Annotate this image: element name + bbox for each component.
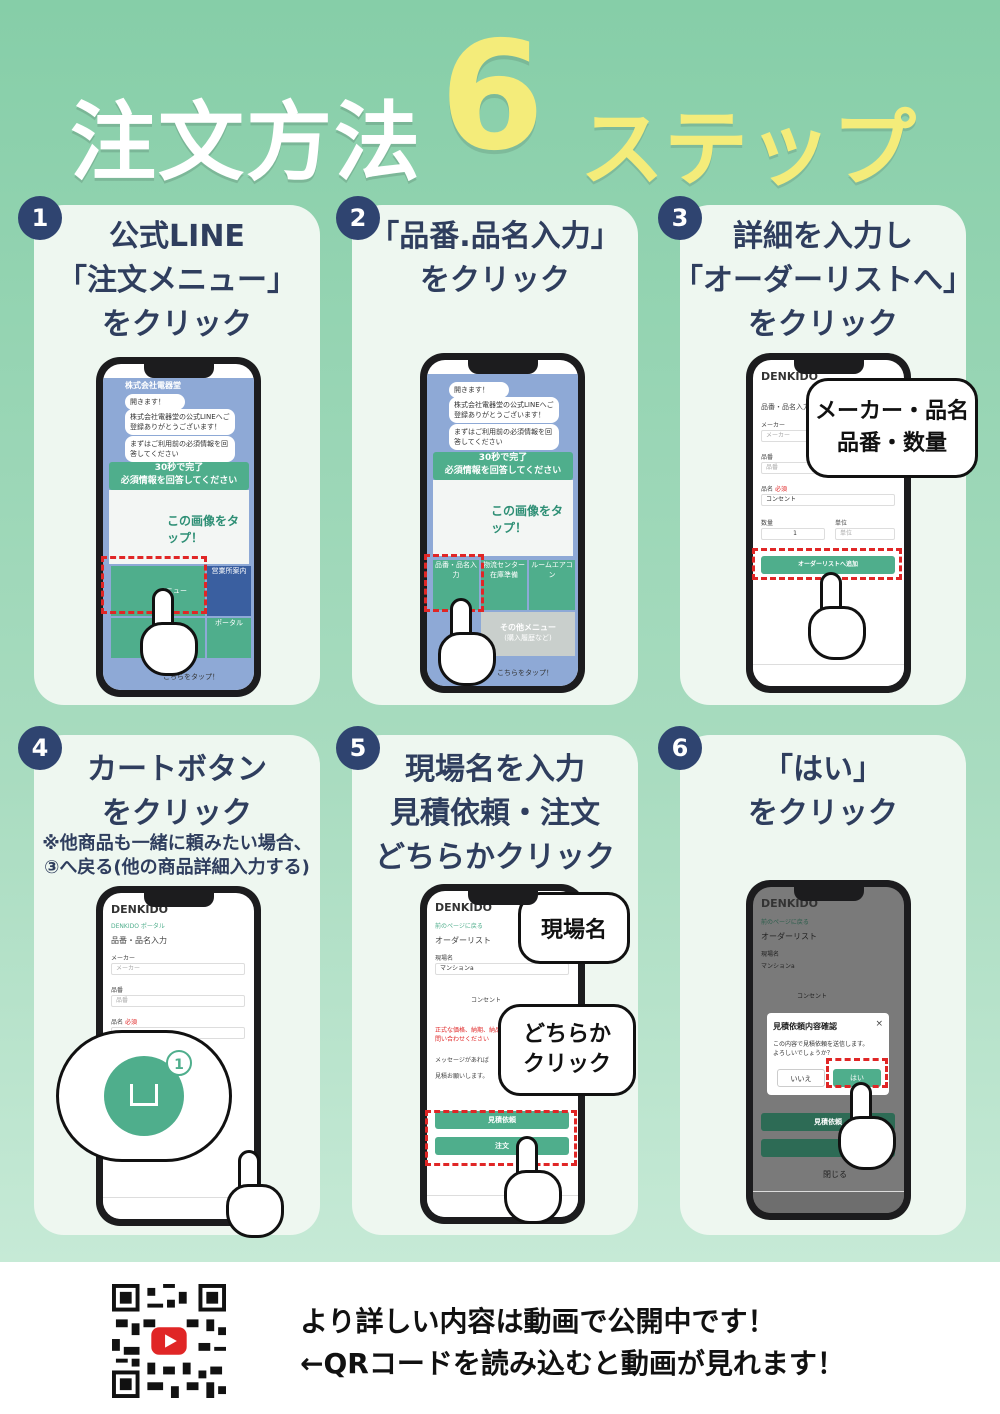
speech-bubble-3: メーカー・品名品番・数量 bbox=[806, 378, 978, 478]
menu-room[interactable]: ルームエアコン bbox=[529, 560, 575, 610]
step-title-4: カートボタンをクリック bbox=[87, 752, 267, 831]
step-badge-5: 5 bbox=[336, 726, 380, 770]
line-banner[interactable]: 30秒で完了必須情報を回答してください bbox=[109, 462, 249, 490]
footer-text-2: ←QRコードを読み込むと動画が見れます！ bbox=[300, 1347, 845, 1380]
menu-portal[interactable]: ポータル bbox=[207, 618, 251, 658]
line-header: 株式会社電器堂 bbox=[125, 381, 181, 390]
dialog-yes-button[interactable]: はい bbox=[833, 1069, 881, 1087]
title-step-text: ステップ bbox=[580, 100, 917, 198]
pointer-hand-icon bbox=[218, 1150, 288, 1240]
speech-bubble-5a: 現場名 bbox=[518, 892, 630, 964]
cart-count: 1 bbox=[166, 1050, 192, 1076]
add-to-order-button[interactable]: オーダーリストへ追加 bbox=[761, 556, 895, 574]
pointer-hand-icon bbox=[800, 572, 870, 662]
menu-office[interactable]: 営業所案内 bbox=[207, 566, 251, 616]
page-title: 注文方法 6 ステップ bbox=[0, 10, 1000, 198]
step-badge-6: 6 bbox=[658, 726, 702, 770]
pointer-hand-icon bbox=[430, 598, 500, 688]
qr-code-icon[interactable] bbox=[112, 1284, 226, 1398]
line-tap-image[interactable]: この画像をタップ！ bbox=[109, 490, 249, 564]
speech-bubble-5b: どちらかクリック bbox=[498, 1004, 636, 1096]
quote-button[interactable]: 見積依頼 bbox=[435, 1111, 569, 1129]
title-number: 6 bbox=[440, 10, 545, 184]
pointer-hand-icon bbox=[830, 1082, 900, 1172]
step-badge-1: 1 bbox=[18, 196, 62, 240]
step-title-2: 「品番.品名入力」をクリック bbox=[369, 219, 621, 298]
highlight-step-5 bbox=[425, 1110, 577, 1166]
step-badge-3: 3 bbox=[658, 196, 702, 240]
dialog-close-icon[interactable]: × bbox=[875, 1019, 883, 1029]
step-title-6: 「はい」をクリック bbox=[748, 752, 898, 831]
dialog-no-button[interactable]: いいえ bbox=[777, 1069, 825, 1087]
bottom-nav bbox=[753, 664, 904, 686]
step-badge-4: 4 bbox=[18, 726, 62, 770]
pointer-hand-icon bbox=[132, 588, 202, 678]
pointer-hand-icon bbox=[496, 1136, 566, 1226]
step-title-1: 公式LINE「注文メニュー」をクリック bbox=[57, 219, 297, 342]
speech-bubble-4: 1 bbox=[56, 1030, 232, 1162]
footer-text-1: より詳しい内容は動画で公開中です！ bbox=[300, 1305, 776, 1338]
cart-icon bbox=[130, 1084, 158, 1106]
footer: より詳しい内容は動画で公開中です！ ←QRコードを読み込むと動画が見れます！ bbox=[0, 1262, 1000, 1414]
step-title-3: 詳細を入力し「オーダーリストへ」をクリック bbox=[673, 219, 973, 342]
menu-other[interactable]: その他メニュー (購入履歴など) bbox=[481, 612, 575, 656]
cart-button[interactable]: 1 bbox=[104, 1050, 192, 1136]
step-badge-2: 2 bbox=[336, 196, 380, 240]
title-text: 注文方法 bbox=[70, 93, 422, 193]
step-note-4: ※他商品も一緒に頼みたい場合、③へ戻る(他の商品詳細入力する) bbox=[42, 833, 312, 878]
step-title-5: 現場名を入力見積依頼・注文どちらかクリック bbox=[375, 752, 615, 875]
menu-center[interactable]: 物流センター在庫準備 bbox=[481, 560, 527, 610]
